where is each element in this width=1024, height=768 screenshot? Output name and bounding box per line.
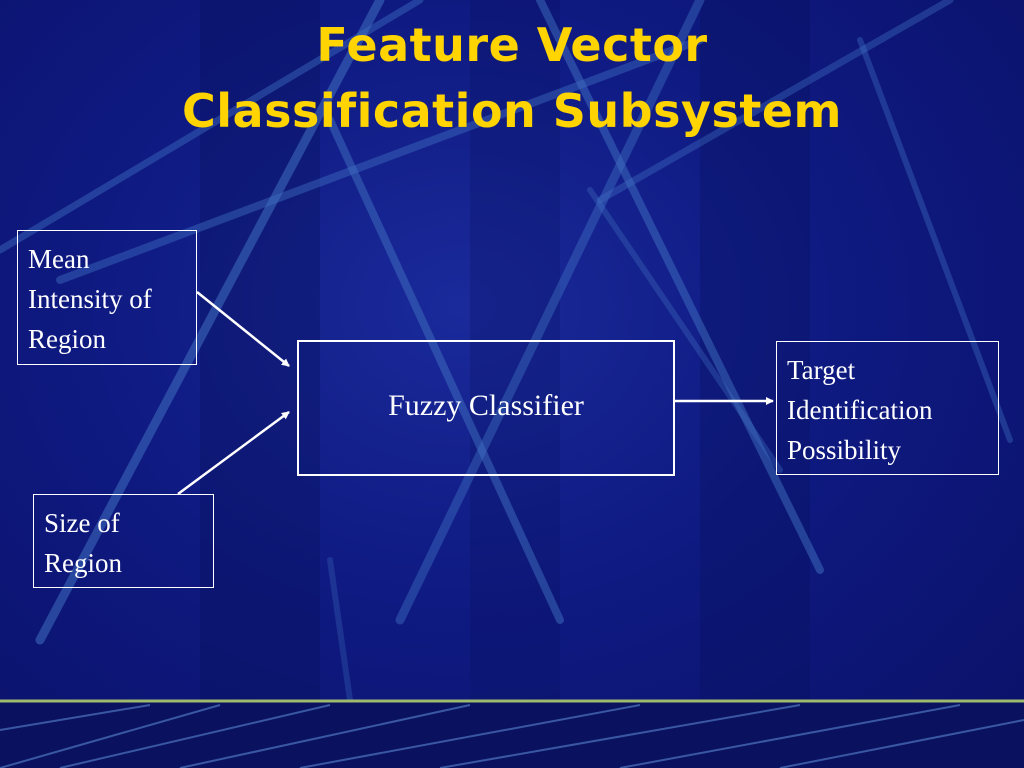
fuzzy-classifier-box: Fuzzy Classifier [297,340,675,476]
slide-title-line-2: Classification Subsystem [182,84,842,138]
input-box-mean-intensity: Mean Intensity of Region [17,230,197,365]
input-box-region-size-line-1: Size of [44,508,120,538]
fuzzy-classifier-label: Fuzzy Classifier [388,389,584,422]
input-box-region-size: Size of Region [33,494,214,588]
arrow-size-to-classifier [177,410,290,496]
input-box-mean-intensity-line-3: Region [28,324,106,354]
input-box-mean-intensity-line-2: Intensity of [28,284,152,314]
output-box-line-2: Identification [787,395,933,425]
input-box-region-size-line-2: Region [44,548,122,578]
slide-title-line-1: Feature Vector [316,18,708,72]
output-box-line-3: Possibility [787,435,902,465]
output-box-target-identification: Target Identification Possibility [776,341,999,475]
output-box-line-1: Target [787,355,856,385]
arrow-mean-to-classifier [196,291,290,367]
input-box-mean-intensity-line-1: Mean [28,244,90,274]
